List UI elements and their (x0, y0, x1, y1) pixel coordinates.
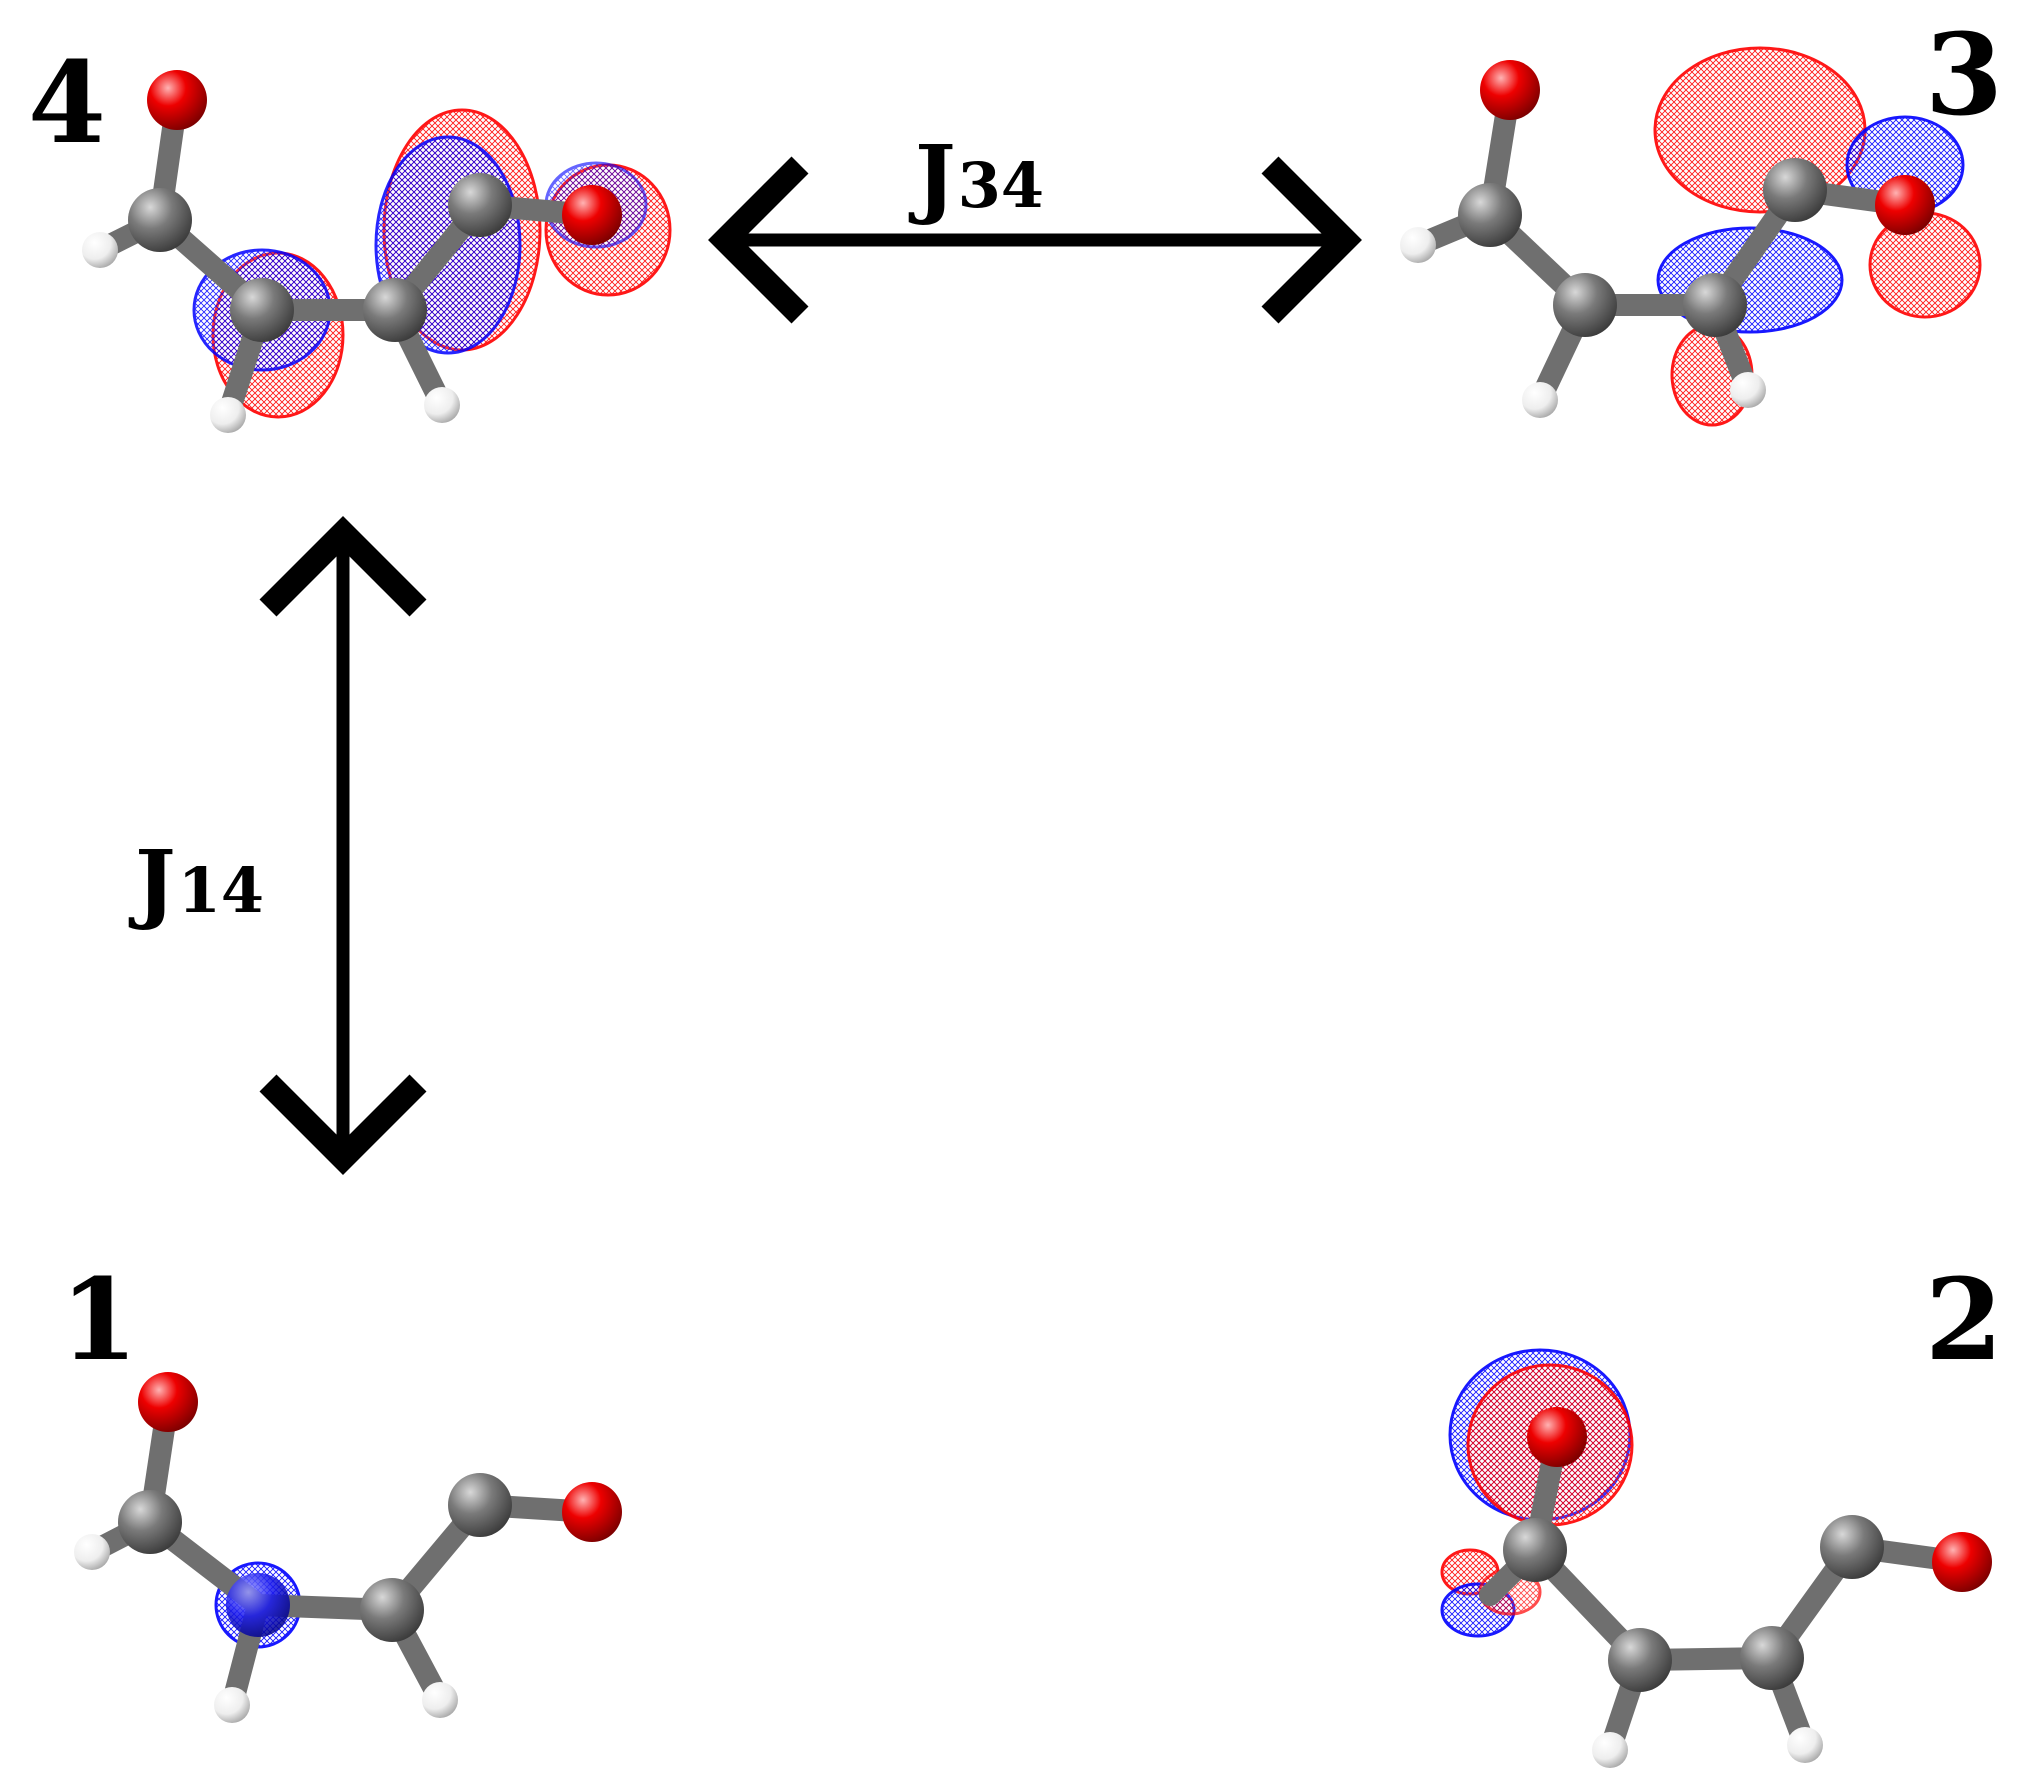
coupling-symbol: J (915, 127, 956, 228)
panel-number-2: 2 (1925, 1255, 2003, 1386)
oxygen-atom (562, 1482, 622, 1542)
coupling-subscript: 14 (177, 854, 264, 927)
molecule-panel-1 (74, 1372, 622, 1723)
carbon-atom (448, 1473, 512, 1537)
hydrogen-atom (1400, 227, 1436, 263)
coupling-label-j14: J14 (135, 840, 264, 926)
oxygen-atom (1480, 60, 1540, 120)
molecule-panel-3 (1400, 46, 1982, 427)
hydrogen-atom (82, 232, 118, 268)
carbon-atom (1740, 1626, 1804, 1690)
carbon-atom (1683, 273, 1747, 337)
hydrogen-atom (74, 1534, 110, 1570)
panel-number-4: 4 (28, 38, 106, 169)
carbon-atom (1763, 158, 1827, 222)
oxygen-atom (138, 1372, 198, 1432)
coupling-symbol: J (135, 832, 176, 933)
hydrogen-atom (422, 1682, 458, 1718)
oxygen-atom (1932, 1532, 1992, 1592)
carbon-atom (128, 188, 192, 252)
panel-number-3: 3 (1925, 10, 2003, 141)
carbon-atom (230, 278, 294, 342)
carbon-atom (360, 1578, 424, 1642)
hydrogen-atom (1592, 1732, 1628, 1768)
carbon-atom (448, 173, 512, 237)
arrow-j34 (708, 156, 1362, 324)
hydrogen-atom (1787, 1727, 1823, 1763)
oxygen-atom (1527, 1407, 1587, 1467)
carbon-atom (1820, 1515, 1884, 1579)
molecule-panel-4 (82, 70, 672, 433)
hydrogen-atom (1730, 372, 1766, 408)
carbon-atom (1458, 183, 1522, 247)
oxygen-atom (147, 70, 207, 130)
coupling-label-j34: J34 (915, 135, 1044, 221)
carbon-atom (363, 278, 427, 342)
arrow-j14 (259, 516, 427, 1175)
molecule-panel-2 (1440, 1348, 1992, 1768)
carbon-atom (1503, 1518, 1567, 1582)
carbon-atom (118, 1490, 182, 1554)
hydrogen-atom (210, 397, 246, 433)
oxygen-atom (1875, 175, 1935, 235)
panel-number-1: 1 (60, 1255, 138, 1386)
carbon-atom (1608, 1628, 1672, 1692)
coupling-subscript: 34 (957, 149, 1044, 222)
hydrogen-atom (424, 387, 460, 423)
nitrogen-atom (226, 1573, 290, 1637)
oxygen-atom (562, 185, 622, 245)
carbon-atom (1553, 273, 1617, 337)
hydrogen-atom (1522, 382, 1558, 418)
hydrogen-atom (214, 1687, 250, 1723)
